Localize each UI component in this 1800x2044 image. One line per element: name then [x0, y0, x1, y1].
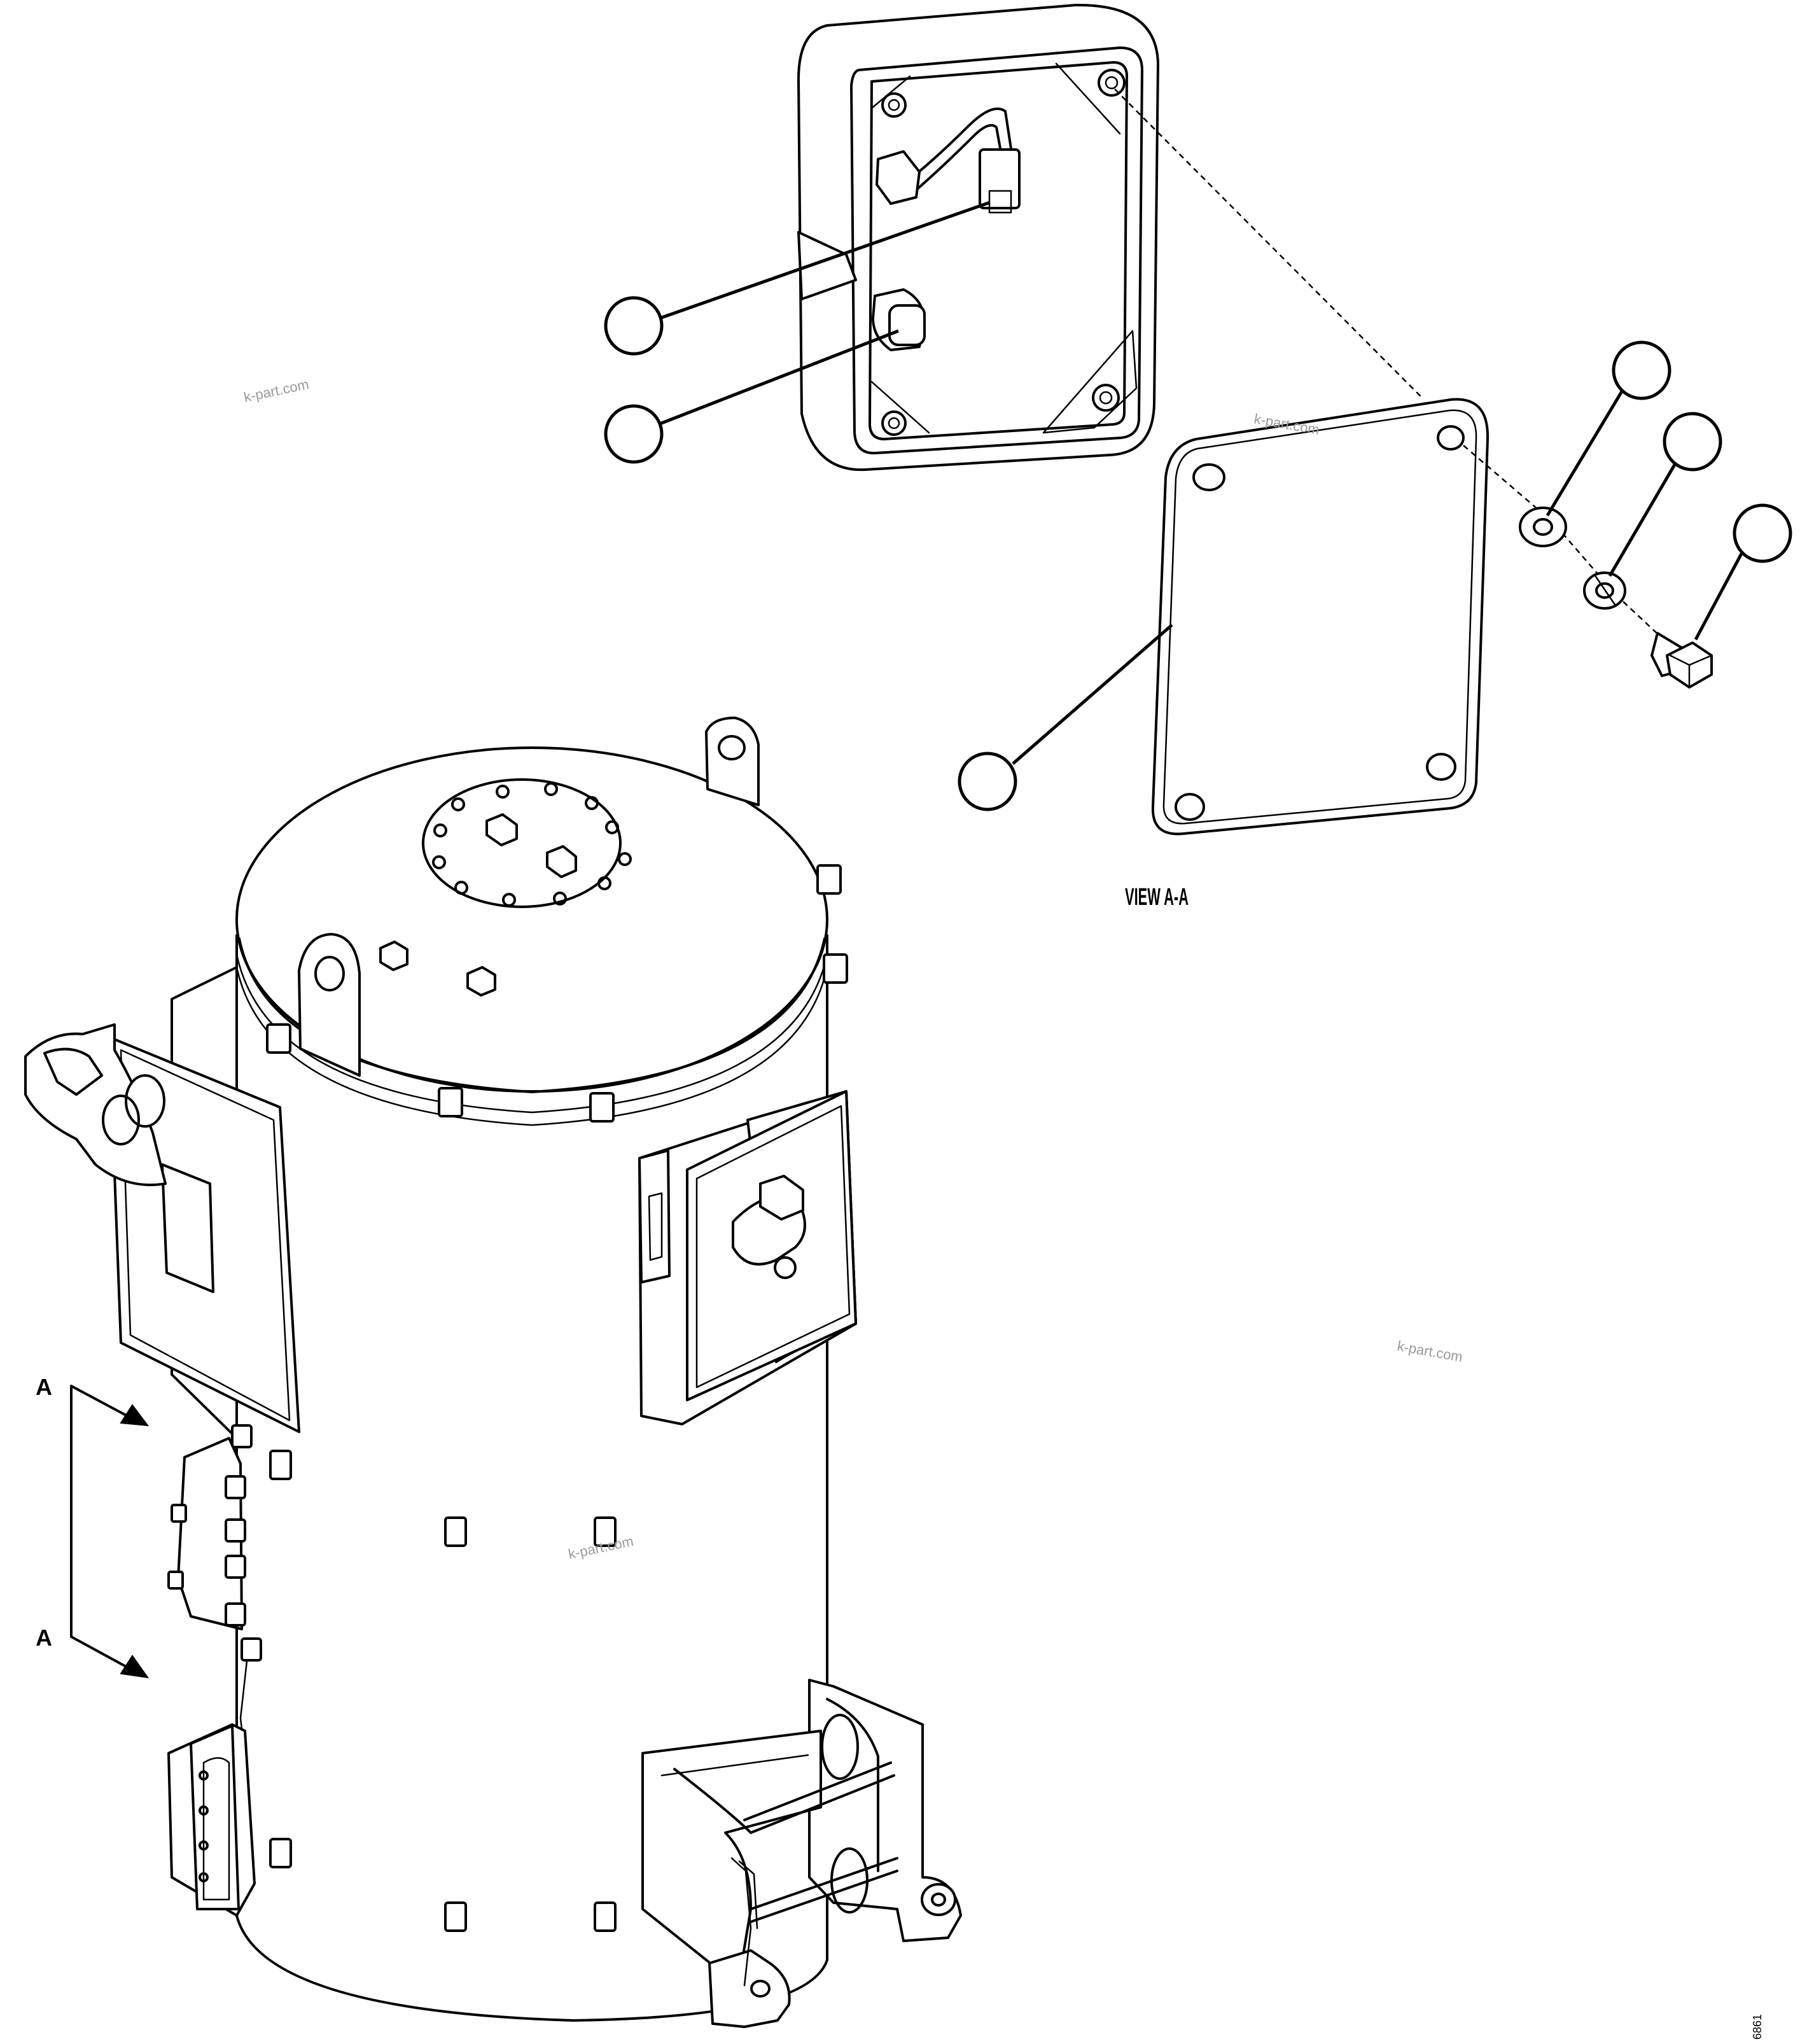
section-marker-bottom: A — [36, 1625, 52, 1651]
callout-2 — [604, 404, 664, 464]
assembly-line-hardware — [1463, 445, 1668, 643]
callout-1 — [604, 296, 664, 356]
callout-4 — [1663, 412, 1722, 472]
drawing-number: 6861 — [1751, 2014, 1764, 2040]
view-label: VIEW A-A — [1125, 884, 1189, 911]
flat-washer — [1519, 507, 1567, 547]
callout-5 — [1733, 503, 1792, 563]
bottom-left-bracket — [167, 1723, 256, 1917]
assembly-line — [1114, 88, 1423, 398]
section-marker: A A — [36, 1374, 150, 1679]
section-marker-top: A — [36, 1374, 52, 1400]
hex-bolt — [1650, 632, 1713, 689]
bottom-right-cradle — [641, 1679, 962, 2028]
callouts — [604, 200, 1792, 811]
watermark-3: k-part.com — [1396, 1338, 1464, 1365]
callout-6 — [958, 752, 1017, 811]
tank-junction-box — [638, 1090, 857, 1425]
watermark-1: k-part.com — [242, 376, 310, 405]
callout-3 — [1612, 340, 1671, 400]
lock-washer — [1583, 571, 1626, 610]
flange-bolts — [432, 782, 632, 907]
cover-plate — [1151, 398, 1490, 836]
left-side-panel — [24, 966, 300, 1439]
junction-box-housing — [797, 3, 1159, 472]
terminal-bolts — [167, 1424, 262, 1662]
terminal-bracket — [167, 1424, 262, 1821]
